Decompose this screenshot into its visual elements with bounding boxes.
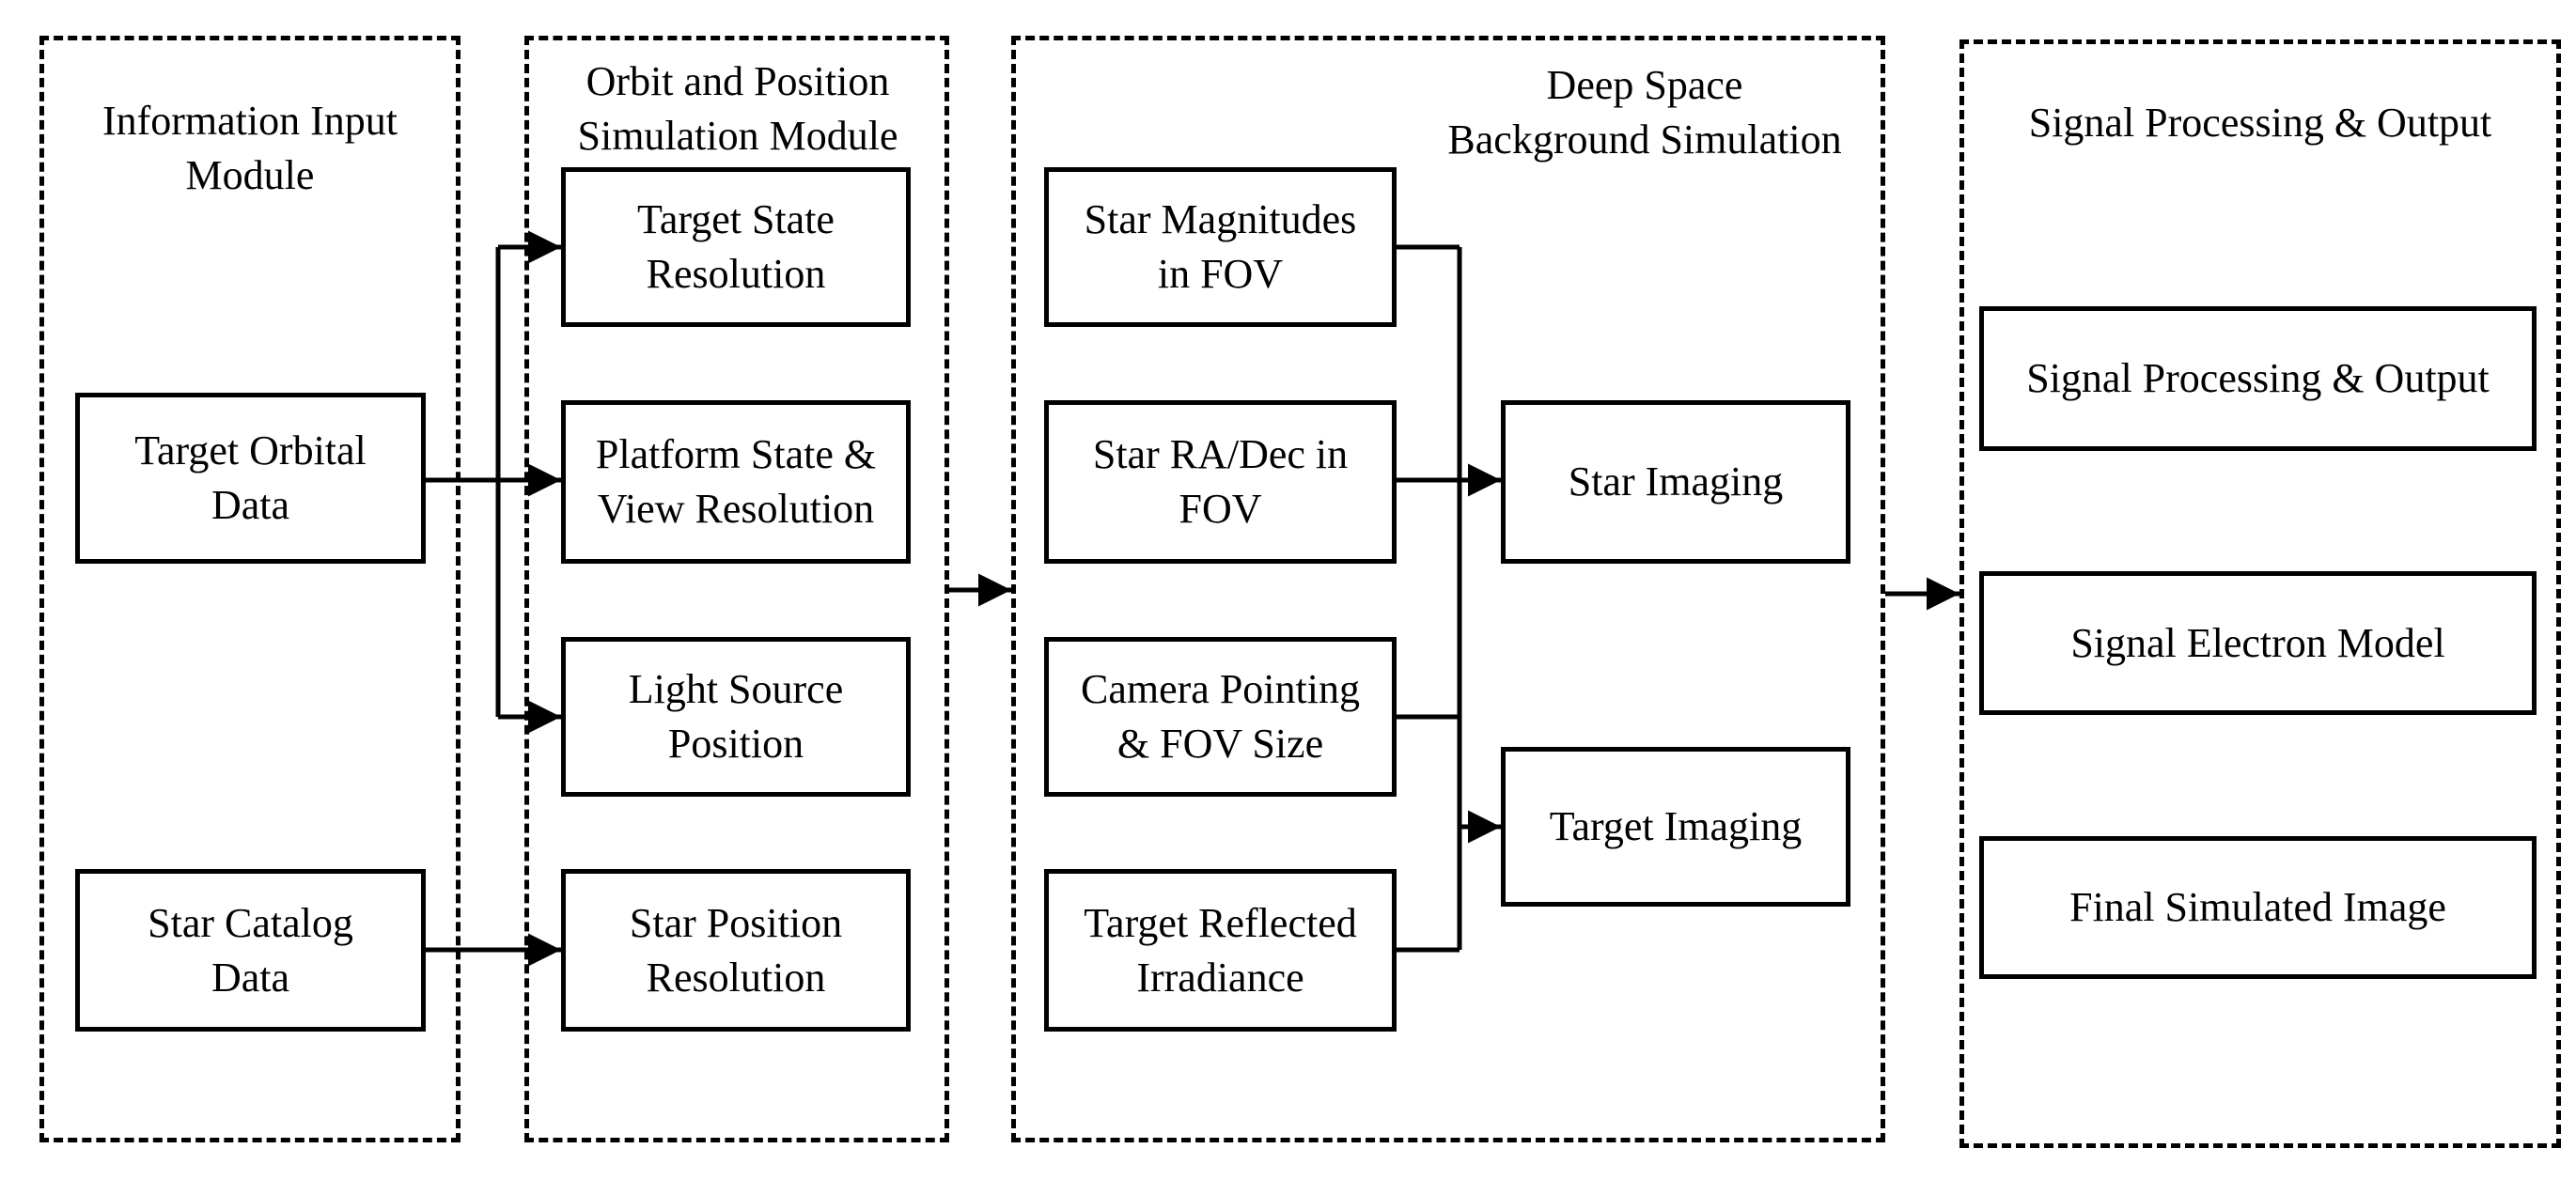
deep-space-background-module <box>1011 36 1885 1142</box>
orbit-position-simulation-module <box>524 36 949 1142</box>
star-ra-dec-in-fov-box: Star RA/Dec in FOV <box>1044 400 1397 564</box>
signal-processing-output-box: Signal Processing & Output <box>1979 306 2537 451</box>
target-state-resolution-box: Target State Resolution <box>561 167 911 327</box>
light-source-position-box: Light Source Position <box>561 637 911 797</box>
platform-state-view-resolution-box: Platform State & View Resolution <box>561 400 911 564</box>
orbit-position-module-title: Orbit and Position Simulation Module <box>577 58 898 159</box>
signal-electron-model-box: Signal Electron Model <box>1979 571 2537 715</box>
final-simulated-image-box: Final Simulated Image <box>1979 836 2537 979</box>
star-catalog-data-box: Star Catalog Data <box>75 869 426 1032</box>
camera-pointing-fov-size-box: Camera Pointing & FOV Size <box>1044 637 1397 797</box>
star-imaging-box: Star Imaging <box>1501 400 1850 564</box>
deep-space-module-title: Deep Space Background Simulation <box>1447 62 1842 163</box>
signal-processing-module-title: Signal Processing & Output <box>2028 100 2492 146</box>
target-reflected-irradiance-box: Target Reflected Irradiance <box>1044 869 1397 1032</box>
signal-processing-output-module <box>1959 39 2561 1148</box>
target-orbital-data-box: Target Orbital Data <box>75 393 426 564</box>
information-input-module-title: Information Input Module <box>101 98 398 198</box>
target-imaging-box: Target Imaging <box>1501 747 1850 907</box>
star-magnitudes-in-fov-box: Star Magnitudes in FOV <box>1044 167 1397 327</box>
information-input-module <box>39 36 461 1142</box>
star-position-resolution-box: Star Position Resolution <box>561 869 911 1032</box>
